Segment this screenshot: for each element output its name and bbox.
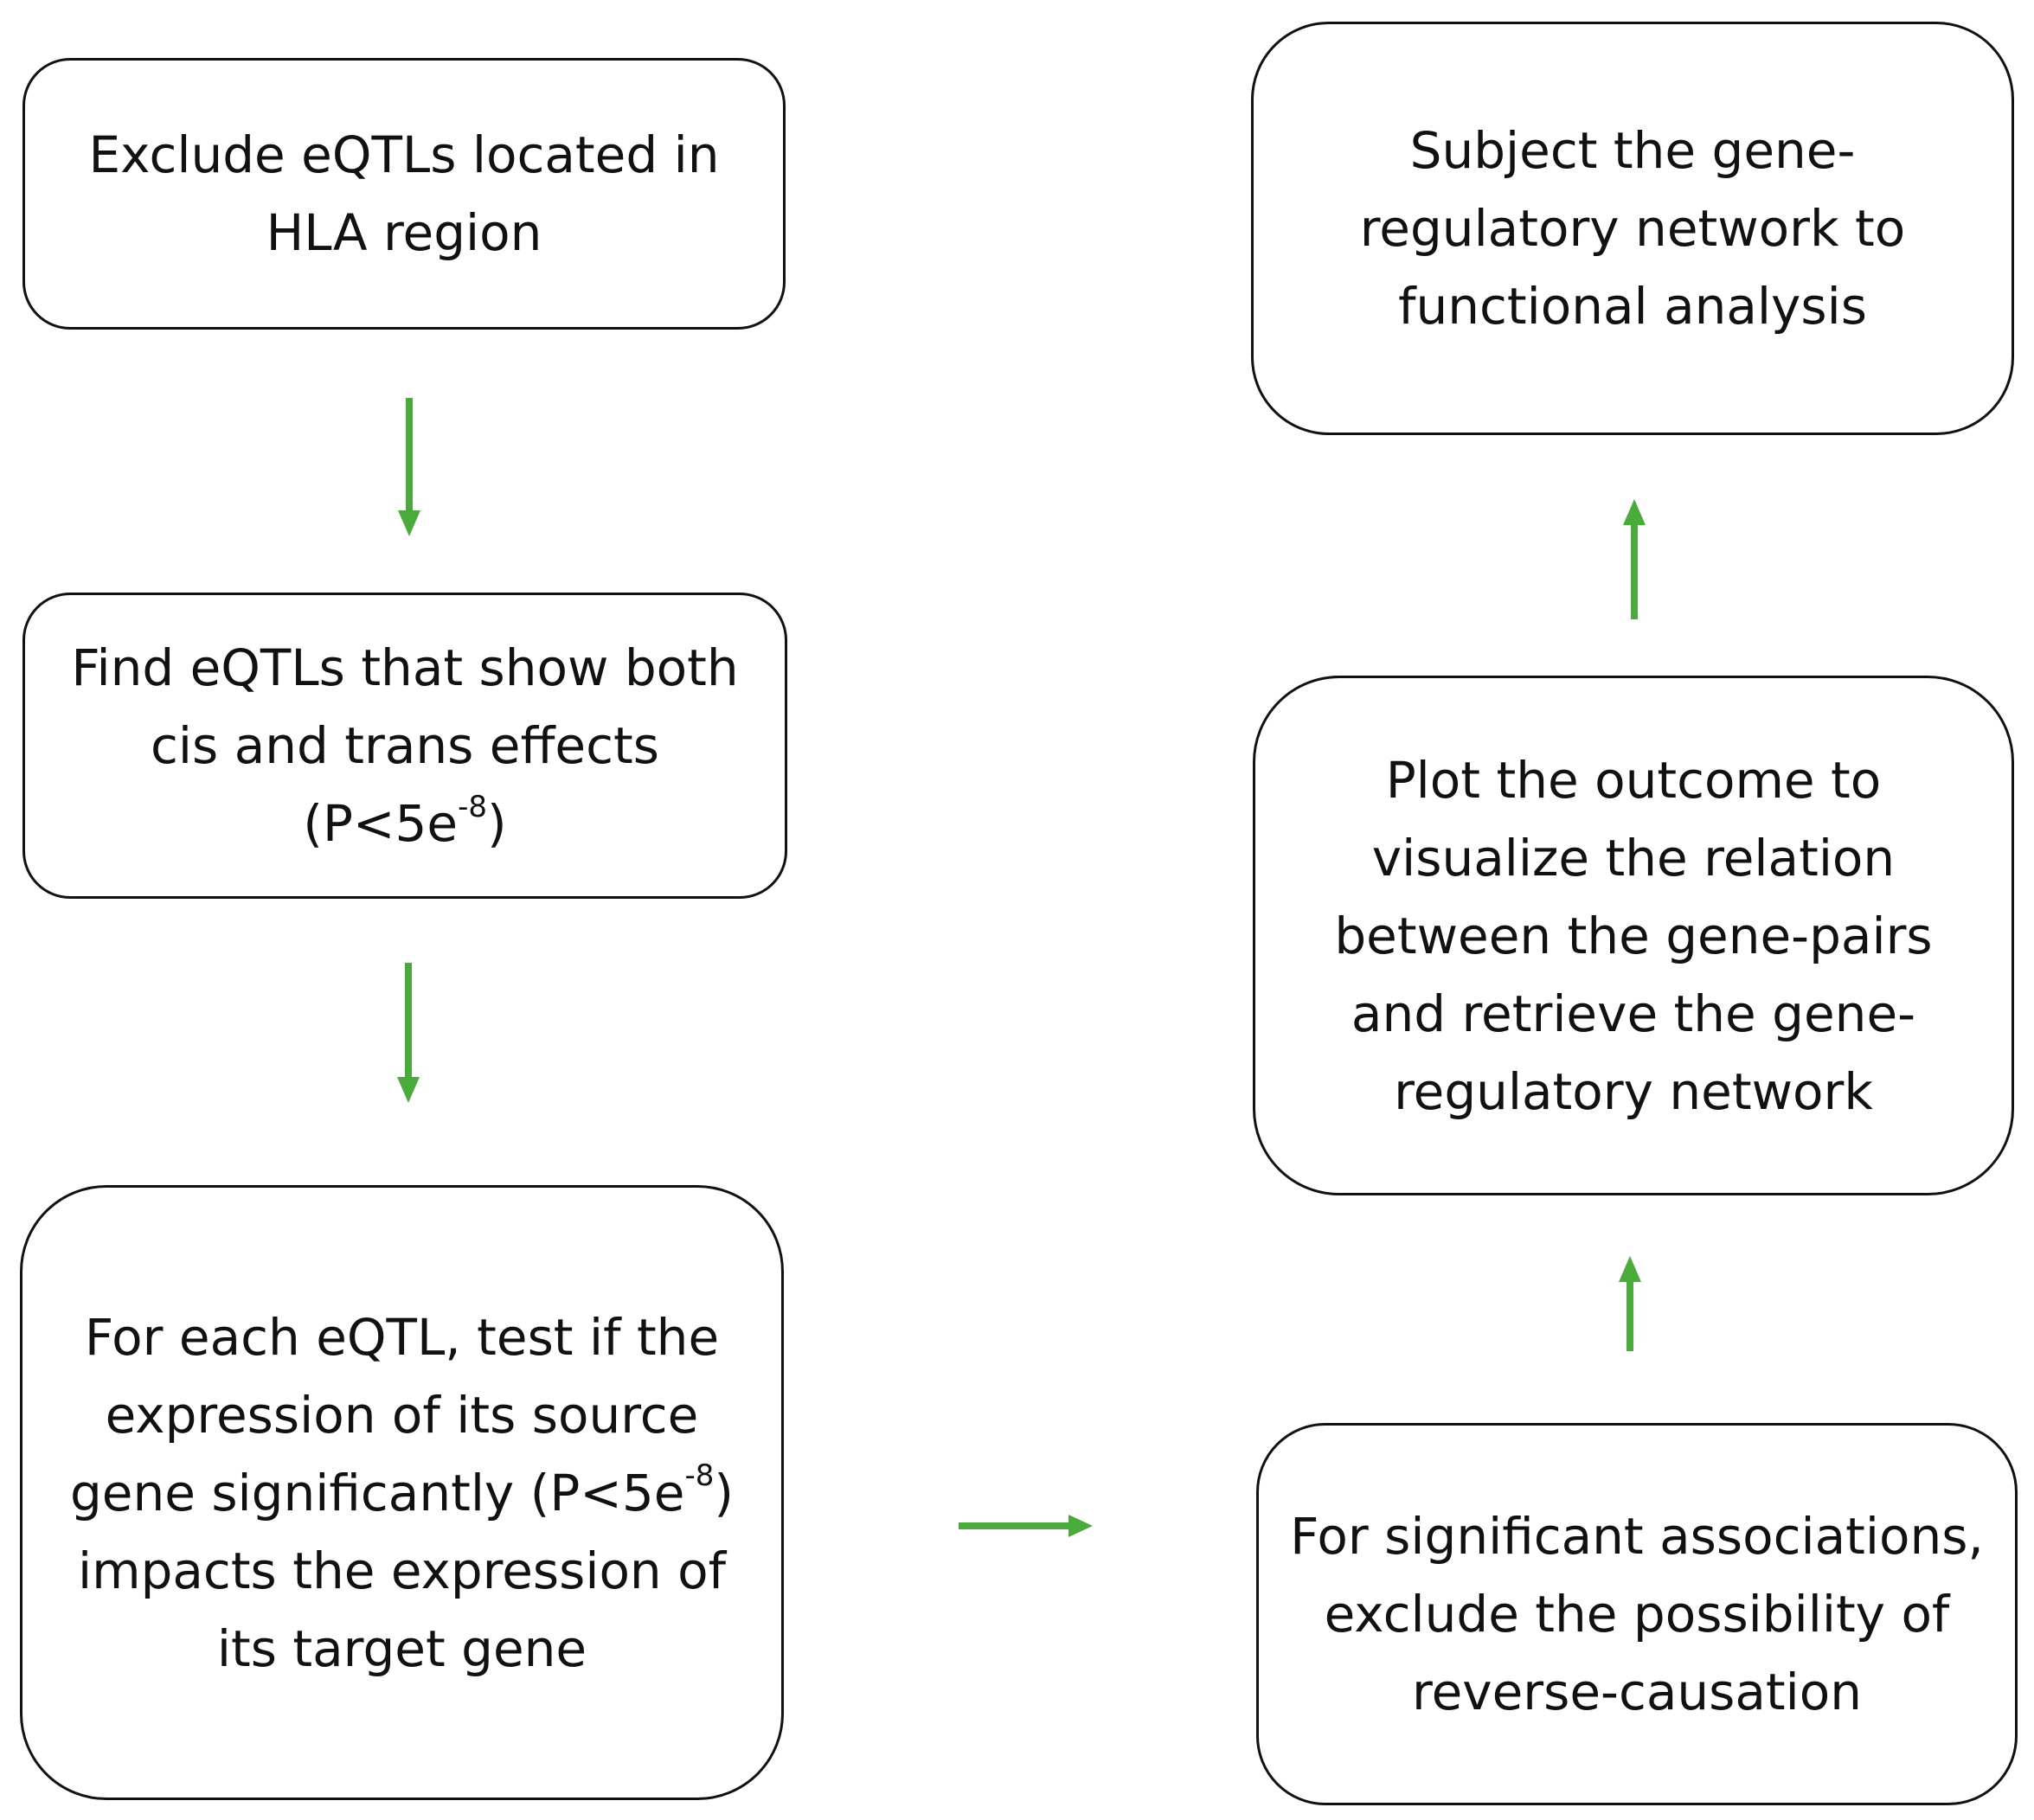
step-exclude-hla-text: Exclude eQTLs located in HLA region — [89, 116, 720, 272]
step-text-line: functional analysis — [1398, 277, 1867, 336]
step-test-expression-box: For each eQTL, test if the expression of… — [20, 1185, 784, 1800]
step-text-line: exclude the possibility of — [1324, 1585, 1950, 1644]
step-reverse-causation-text: For significant associations, exclude th… — [1290, 1497, 1984, 1731]
step-text-line: HLA region — [266, 203, 542, 262]
step-text-line: For significant associations, — [1290, 1507, 1984, 1566]
step-text-line: visualize the relation — [1371, 828, 1896, 888]
step-plot-outcome-box: Plot the outcome to visualize the relati… — [1253, 676, 2014, 1195]
p-value-threshold: (P<5e-8) — [71, 785, 738, 862]
step-text-line: and retrieve the gene- — [1351, 984, 1916, 1043]
step-text-line: between the gene-pairs — [1334, 906, 1933, 965]
p-value-suffix: ) — [714, 1463, 735, 1522]
step-reverse-causation-box: For significant associations, exclude th… — [1256, 1423, 2018, 1805]
arrow-find-to-test — [397, 963, 420, 1103]
step-functional-analysis-box: Subject the gene- regulatory network to … — [1251, 22, 2014, 435]
arrow-test-to-reverse — [959, 1515, 1093, 1537]
step-find-cis-trans-text: Find eQTLs that show both cis and trans … — [71, 629, 738, 862]
step-text-line: For each eQTL, test if the — [84, 1307, 720, 1367]
step-text-line: Plot the outcome to — [1385, 750, 1882, 810]
step-text-line: Subject the gene- — [1409, 121, 1856, 180]
step-text-line: regulatory network to — [1359, 199, 1906, 258]
arrow-exclude-to-find — [398, 398, 420, 536]
step-exclude-hla-box: Exclude eQTLs located in HLA region — [22, 58, 786, 330]
p-value-prefix: (P<5e — [303, 794, 459, 853]
p-value-threshold: gene significantly (P<5e-8) — [70, 1454, 734, 1532]
step-plot-outcome-text: Plot the outcome to visualize the relati… — [1334, 741, 1932, 1131]
step-text-line: expression of its source — [105, 1385, 699, 1445]
arrow-plot-to-functional — [1623, 499, 1646, 619]
p-value-suffix: ) — [487, 794, 507, 853]
step-text-line: regulatory network — [1394, 1061, 1873, 1121]
step-text-line: Exclude eQTLs located in — [88, 125, 720, 184]
step-text-line: reverse-causation — [1412, 1663, 1862, 1721]
p-value-exponent: -8 — [684, 1458, 715, 1494]
step-test-expression-text: For each eQTL, test if the expression of… — [70, 1298, 734, 1688]
p-value-prefix: gene significantly (P<5e — [69, 1463, 685, 1522]
step-find-cis-trans-box: Find eQTLs that show both cis and trans … — [22, 593, 787, 899]
step-text-line: cis and trans effects — [151, 716, 659, 775]
p-value-exponent: -8 — [458, 789, 488, 824]
step-text-line: Find eQTLs that show both — [71, 638, 739, 697]
step-text-line: impacts the expression of — [77, 1541, 727, 1600]
step-text-line: its target gene — [216, 1618, 587, 1678]
step-functional-analysis-text: Subject the gene- regulatory network to … — [1360, 112, 1906, 345]
arrow-reverse-to-plot — [1619, 1256, 1641, 1351]
